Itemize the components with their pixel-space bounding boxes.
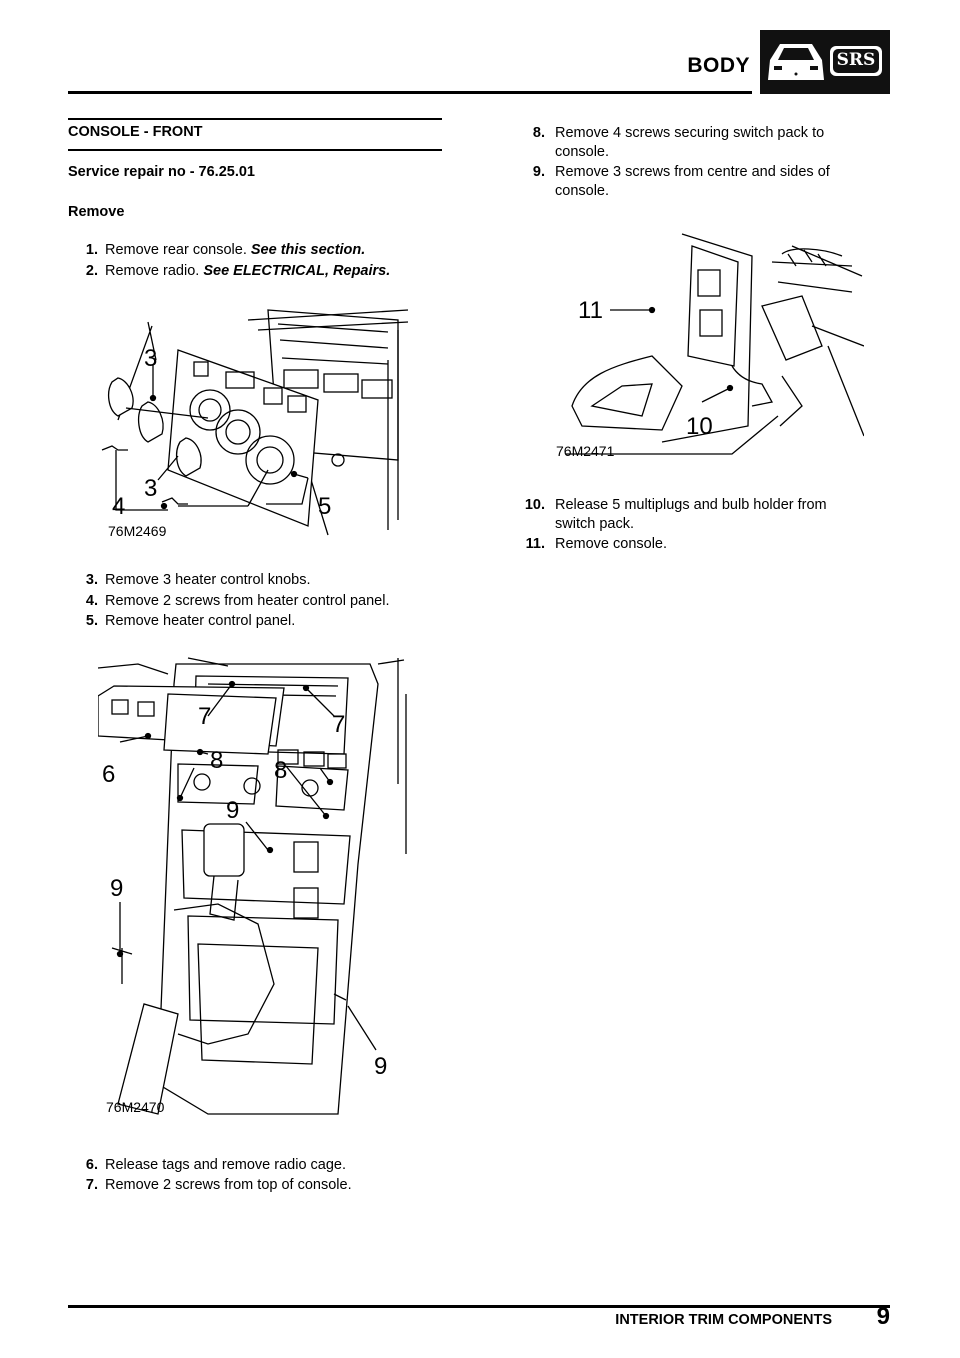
footer-section-title: INTERIOR TRIM COMPONENTS bbox=[615, 1312, 832, 1328]
step-text: Remove rear console. bbox=[105, 242, 247, 258]
cross-reference-link[interactable]: See ELECTRICAL, Repairs. bbox=[203, 263, 391, 279]
step-number: 3. bbox=[85, 572, 98, 588]
step-number: 9. bbox=[532, 164, 545, 180]
step-8: 8. Remove 4 screws securing switch pack … bbox=[506, 124, 876, 164]
section-title: CONSOLE - FRONT bbox=[68, 124, 203, 140]
step-1: 1. Remove rear console. See this section… bbox=[68, 241, 448, 260]
callout-8b: 8 bbox=[274, 757, 287, 784]
srs-car-logo: SRS bbox=[760, 30, 890, 94]
step-number: 5. bbox=[85, 613, 98, 629]
callout-8a: 8 bbox=[210, 747, 223, 774]
step-5: 5. Remove heater control panel. bbox=[68, 612, 448, 631]
step-number: 2. bbox=[85, 263, 98, 279]
service-repair-number: Service repair no - 76.25.01 bbox=[68, 164, 255, 180]
callout-11: 11 bbox=[578, 297, 603, 324]
step-11: 11. Remove console. bbox=[506, 535, 876, 554]
page-header-title: BODY bbox=[687, 54, 750, 77]
step-text: Remove console. bbox=[555, 536, 668, 552]
step-number: 10. bbox=[524, 497, 545, 513]
callout-9c: 9 bbox=[374, 1053, 387, 1080]
callout-9a: 9 bbox=[226, 797, 239, 824]
callout-3a: 3 bbox=[144, 345, 157, 372]
figure-switch-pack: 11 10 76M2471 bbox=[556, 233, 864, 459]
car-icon bbox=[768, 44, 882, 80]
callout-7a: 7 bbox=[198, 703, 211, 730]
step-number: 1. bbox=[85, 242, 98, 258]
footer-rule bbox=[68, 1305, 890, 1308]
callout-3b: 3 bbox=[144, 475, 157, 502]
section-rule-bottom bbox=[68, 149, 442, 151]
step-10: 10. Release 5 multiplugs and bulb holder… bbox=[506, 496, 876, 536]
page-number: 9 bbox=[876, 1303, 890, 1330]
step-text: Remove 2 screws from top of console. bbox=[105, 1177, 352, 1193]
step-number: 8. bbox=[532, 125, 545, 141]
callout-5: 5 bbox=[318, 493, 331, 520]
figure-code: 76M2469 bbox=[108, 523, 167, 539]
cross-reference-link[interactable]: See this section. bbox=[250, 242, 366, 258]
step-text: Remove 2 screws from heater control pane… bbox=[105, 593, 390, 609]
step-number: 6. bbox=[85, 1157, 98, 1173]
step-text: Remove 3 heater control knobs. bbox=[105, 572, 311, 588]
figure-heater-controls: 3 3 4 5 76M2469 bbox=[101, 309, 409, 539]
section-rule-top bbox=[68, 118, 442, 120]
callout-9b: 9 bbox=[110, 875, 123, 902]
step-text: Remove radio. bbox=[105, 263, 200, 279]
step-3: 3. Remove 3 heater control knobs. bbox=[68, 571, 448, 590]
header-rule bbox=[68, 91, 752, 94]
callout-4: 4 bbox=[112, 493, 125, 520]
callout-6: 6 bbox=[102, 761, 115, 788]
step-number: 7. bbox=[85, 1177, 98, 1193]
step-number: 11. bbox=[525, 536, 545, 552]
figure-code: 76M2470 bbox=[106, 1099, 165, 1115]
figure-console-front: 6 7 7 8 8 9 9 9 76M2470 bbox=[98, 657, 407, 1115]
step-4: 4. Remove 2 screws from heater control p… bbox=[68, 592, 448, 611]
step-text: Remove heater control panel. bbox=[105, 613, 296, 629]
remove-heading: Remove bbox=[68, 204, 125, 220]
step-text: Release tags and remove radio cage. bbox=[105, 1157, 347, 1173]
srs-badge-text: SRS bbox=[836, 50, 876, 70]
figure-code: 76M2471 bbox=[556, 443, 615, 459]
step-6: 6. Release tags and remove radio cage. bbox=[68, 1156, 448, 1175]
step-2: 2. Remove radio. See ELECTRICAL, Repairs… bbox=[68, 262, 448, 281]
step-number: 4. bbox=[85, 593, 98, 609]
step-text: Remove 3 screws from centre and sides of… bbox=[555, 164, 830, 199]
step-text: Remove 4 screws securing switch pack to … bbox=[555, 125, 825, 160]
step-9: 9. Remove 3 screws from centre and sides… bbox=[506, 163, 876, 203]
step-text: Release 5 multiplugs and bulb holder fro… bbox=[555, 497, 827, 532]
callout-10: 10 bbox=[686, 413, 713, 440]
step-7: 7. Remove 2 screws from top of console. bbox=[68, 1176, 448, 1195]
callout-7b: 7 bbox=[332, 711, 345, 738]
